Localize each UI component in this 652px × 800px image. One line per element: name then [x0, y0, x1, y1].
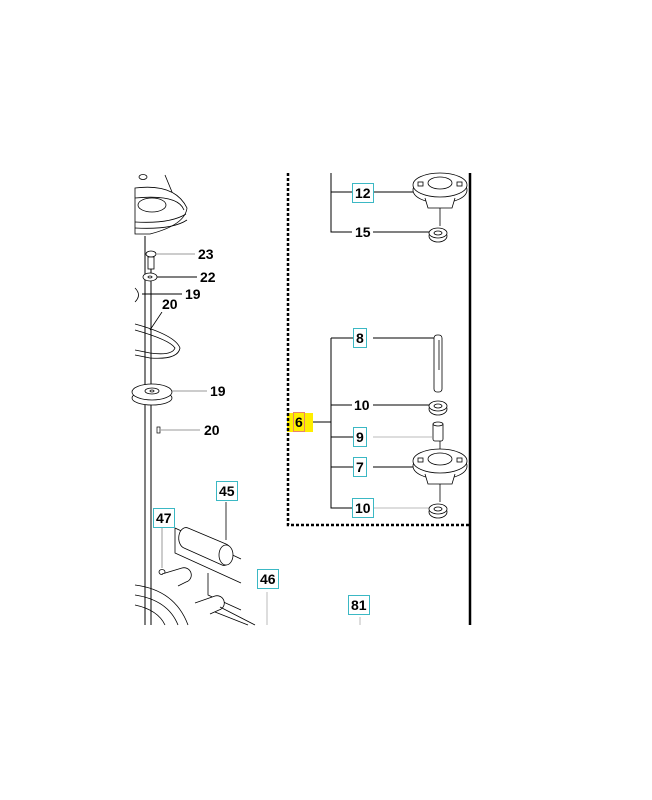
bearing-10-lower — [428, 503, 448, 519]
callout-10-lower[interactable]: 10 — [352, 498, 374, 518]
callout-15[interactable]: 15 — [353, 224, 373, 240]
key-20 — [156, 426, 161, 434]
pulley-19 — [131, 383, 173, 406]
callout-23[interactable]: 23 — [196, 246, 216, 262]
bearing-15 — [428, 227, 448, 243]
washer-22 — [142, 272, 158, 282]
callout-20-belt[interactable]: 20 — [160, 296, 180, 312]
callout-45[interactable]: 45 — [216, 481, 238, 501]
bearing-10-upper — [428, 400, 448, 416]
callout-8[interactable]: 8 — [353, 328, 367, 348]
callout-81[interactable]: 81 — [348, 595, 370, 615]
callout-47[interactable]: 47 — [153, 508, 175, 528]
callout-10-upper[interactable]: 10 — [352, 397, 372, 413]
group-dashed-border — [286, 173, 470, 527]
top-group-leaders — [330, 173, 430, 233]
shaft-8 — [433, 334, 443, 393]
callout-20-key[interactable]: 20 — [202, 422, 222, 438]
callout-22[interactable]: 22 — [198, 269, 218, 285]
spindle-housing-7 — [412, 441, 468, 502]
bracket-plate — [134, 567, 256, 626]
bolt-23 — [145, 250, 157, 270]
cover-dome — [134, 174, 188, 235]
belt-20 — [134, 311, 181, 359]
callout-19-upper[interactable]: 19 — [183, 286, 203, 302]
main-shaft — [144, 236, 152, 625]
callout-6-assembly[interactable]: 6 — [293, 412, 305, 432]
roller-45 — [174, 502, 242, 611]
callout-9[interactable]: 9 — [353, 427, 367, 447]
callout-46[interactable]: 46 — [257, 569, 279, 589]
callout-19-lower[interactable]: 19 — [208, 383, 228, 399]
callout-7[interactable]: 7 — [353, 457, 367, 477]
assembly-6-leaders — [313, 337, 436, 509]
spacer-9 — [432, 421, 444, 442]
spindle-housing-12 — [412, 172, 468, 226]
callout-12[interactable]: 12 — [352, 183, 374, 203]
